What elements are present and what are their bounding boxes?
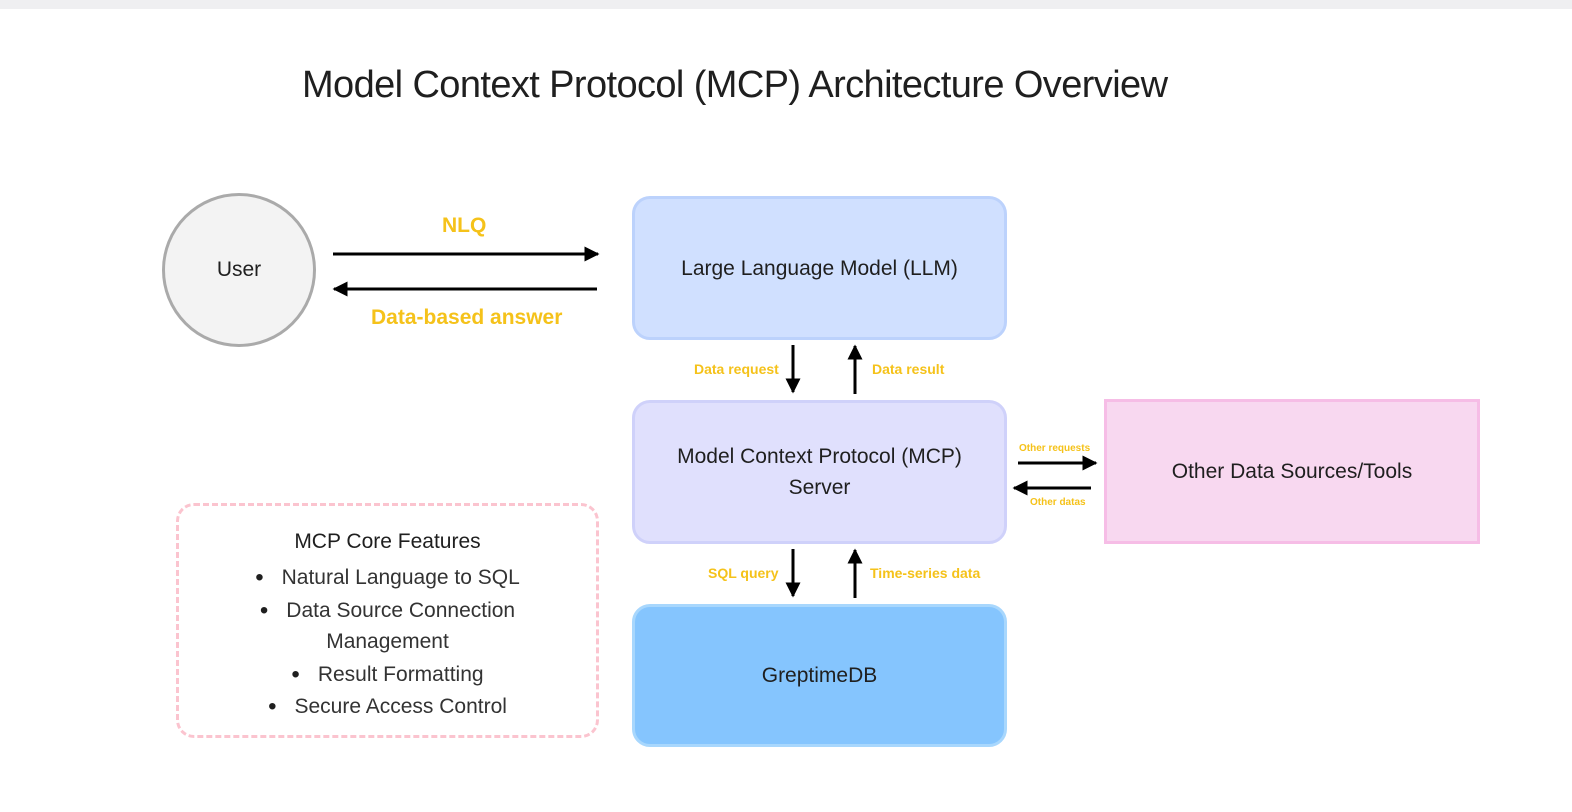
edge-label-time-series: Time-series data bbox=[870, 565, 981, 581]
edge-label-data-result: Data result bbox=[872, 361, 945, 377]
top-bar bbox=[0, 0, 1572, 9]
mcp-server-node: Model Context Protocol (MCP) Server bbox=[632, 400, 1007, 544]
other-sources-node-label: Other Data Sources/Tools bbox=[1171, 460, 1413, 483]
core-features-title: MCP Core Features bbox=[294, 530, 481, 553]
edge-label-other-datas: Other datas bbox=[1030, 497, 1086, 508]
edge-label-sql-query: SQL query bbox=[708, 565, 779, 581]
feature-item: Result Formatting bbox=[179, 658, 596, 691]
llm-node: Large Language Model (LLM) bbox=[632, 196, 1007, 340]
feature-item: Natural Language to SQL bbox=[179, 561, 596, 594]
llm-node-label: Large Language Model (LLM) bbox=[681, 256, 958, 280]
edge-label-answer: Data-based answer bbox=[371, 306, 563, 329]
other-sources-node: Other Data Sources/Tools bbox=[1104, 399, 1480, 544]
user-node: User bbox=[162, 193, 316, 347]
feature-item: Secure Access Control bbox=[179, 690, 596, 723]
diagram-title: Model Context Protocol (MCP) Architectur… bbox=[302, 64, 1168, 106]
feature-item: Data Source Connection Management bbox=[179, 594, 596, 658]
user-node-label: User bbox=[216, 258, 262, 281]
greptimedb-node: GreptimeDB bbox=[632, 604, 1007, 747]
core-features-panel: MCP Core Features Natural Language to SQ… bbox=[176, 503, 599, 738]
edge-label-data-request: Data request bbox=[694, 361, 779, 377]
edge-label-other-requests: Other requests bbox=[1019, 443, 1091, 454]
edge-label-nlq: NLQ bbox=[442, 214, 487, 237]
mcp-server-label-line2: Server bbox=[788, 476, 851, 499]
greptimedb-node-label: GreptimeDB bbox=[761, 664, 878, 687]
mcp-server-label-line1: Model Context Protocol (MCP) bbox=[677, 445, 962, 468]
core-features-list: Natural Language to SQL Data Source Conn… bbox=[179, 561, 596, 723]
